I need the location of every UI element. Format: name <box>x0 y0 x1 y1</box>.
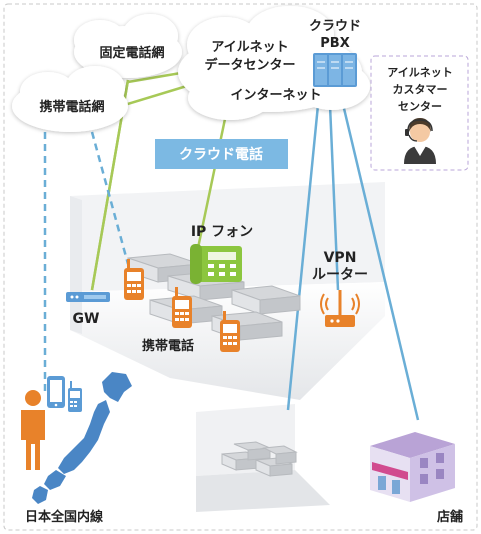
mobile-phone-label: 携帯電話 <box>142 338 194 354</box>
store-building-icon <box>370 432 455 502</box>
person-icon <box>21 390 45 470</box>
ip-phone-icon <box>190 244 242 284</box>
internet-vpn-line <box>328 104 340 291</box>
shop-floor <box>196 404 330 512</box>
gateway-icon <box>66 292 110 302</box>
customer-center-label-line2: カスタマー <box>393 83 448 96</box>
internet-shop-line <box>286 104 320 411</box>
customer-center-box <box>370 55 469 171</box>
outer-frame <box>3 3 478 531</box>
vpn-label-line1: VPN <box>324 250 357 266</box>
internet-store-line <box>340 99 420 421</box>
ip-phone-label: IP フォン <box>191 224 253 240</box>
shop-desks <box>221 441 298 477</box>
gw-label: GW <box>73 311 100 327</box>
mobile-phone-icon <box>172 287 192 328</box>
cloud-pbx-label-line1: クラウド <box>309 19 361 34</box>
mobile-phone-small-icon <box>68 381 82 412</box>
fixed-network-cloud <box>74 14 182 78</box>
mobile-phone-icon <box>220 311 240 352</box>
japan-map <box>32 372 132 504</box>
mobile-network-cloud <box>12 66 128 132</box>
server-icon <box>313 53 357 87</box>
operator-icon <box>404 118 436 164</box>
datacenter-label-line1: アイルネット <box>211 40 288 55</box>
cloud-phone-banner <box>155 139 288 169</box>
mobile-phone-icon <box>124 259 144 300</box>
mobile-network-label: 携帯電話網 <box>39 99 104 115</box>
customer-center-label-line1: アイルネット <box>387 66 452 79</box>
cloud-phone-label: クラウド電話 <box>179 146 263 163</box>
datacenter-label-line2: データセンター <box>204 57 295 73</box>
customer-center-label-line3: センター <box>398 100 442 113</box>
vpn-label-line2: ルーター <box>312 267 368 283</box>
japan-nationwide-label: 日本全国内線 <box>25 509 104 525</box>
smartphone-icon <box>47 376 65 408</box>
vpn-router-icon <box>320 290 360 327</box>
fixed-network-label: 固定電話網 <box>99 45 164 61</box>
store-label: 店舗 <box>437 509 463 525</box>
internet-label: インターネット <box>230 88 321 103</box>
cloud-pbx-label-line2: PBX <box>320 36 349 51</box>
ipphone-datacenter-line <box>196 94 232 249</box>
mobile-office-dashed-line <box>90 131 130 265</box>
